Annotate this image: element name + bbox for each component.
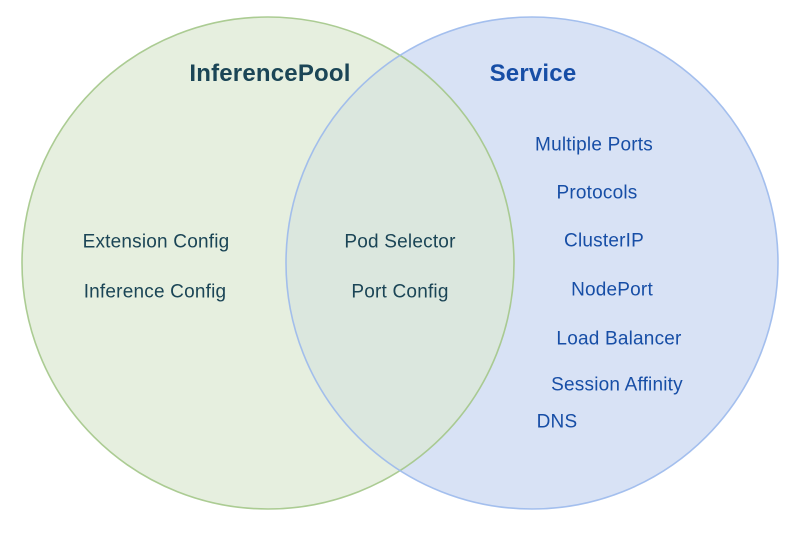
overlap-item-pod-selector: Pod Selector: [344, 231, 456, 253]
inferencepool-item-inference-config: Inference Config: [83, 281, 227, 303]
service-item-session-affinity: Session Affinity: [551, 374, 683, 396]
service-item-dns: DNS: [536, 411, 578, 433]
service-item-clusterip: ClusterIP: [564, 230, 644, 252]
service-title: Service: [489, 60, 577, 87]
overlap-region: [285, 55, 515, 471]
overlap-item-port-config: Port Config: [351, 281, 449, 303]
service-item-load-balancer: Load Balancer: [556, 328, 682, 350]
service-item-nodeport: NodePort: [571, 279, 653, 301]
inferencepool-item-extension-config: Extension Config: [82, 231, 230, 253]
service-item-protocols: Protocols: [556, 182, 638, 204]
inferencepool-title: InferencePool: [189, 60, 351, 87]
service-item-multiple-ports: Multiple Ports: [535, 134, 653, 156]
service-circle-outline: [285, 16, 779, 510]
inferencepool-circle-outline: [21, 16, 515, 510]
